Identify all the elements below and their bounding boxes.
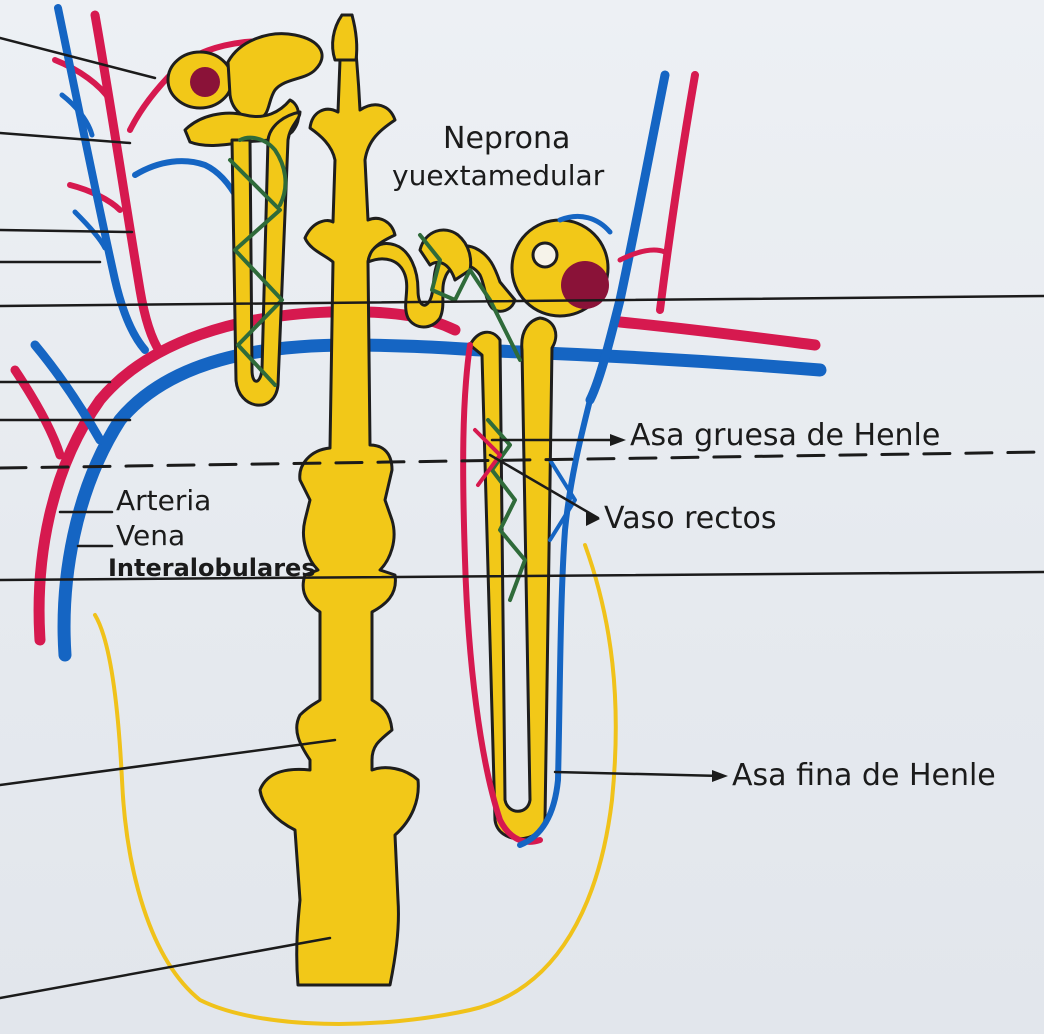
collecting-duct bbox=[258, 13, 420, 987]
label-interlobulares: Interalobulares bbox=[108, 554, 316, 582]
pointer-arrow-icon bbox=[586, 512, 600, 526]
label-nefrona: Neprona bbox=[443, 121, 570, 156]
label-arteria: Arteria bbox=[116, 484, 211, 517]
glomerulus-right bbox=[561, 261, 609, 309]
outer-yellow-loop bbox=[93, 543, 618, 1026]
cortical-nephron bbox=[166, 32, 324, 407]
label-vaso-rectos: Vaso rectos bbox=[604, 501, 776, 536]
label-asa-gruesa: Asa gruesa de Henle bbox=[630, 418, 940, 453]
vasa-recta bbox=[460, 70, 699, 848]
label-yuxtamedular: yuextamedular bbox=[392, 159, 605, 192]
pointer-arrow-icon bbox=[712, 770, 728, 782]
pointer-arrow-icon bbox=[610, 434, 626, 446]
label-asa-fina: Asa fina de Henle bbox=[732, 758, 996, 793]
pointer-lines bbox=[0, 36, 1044, 1000]
label-vena: Vena bbox=[116, 519, 185, 552]
glomerulus-left bbox=[190, 67, 220, 97]
